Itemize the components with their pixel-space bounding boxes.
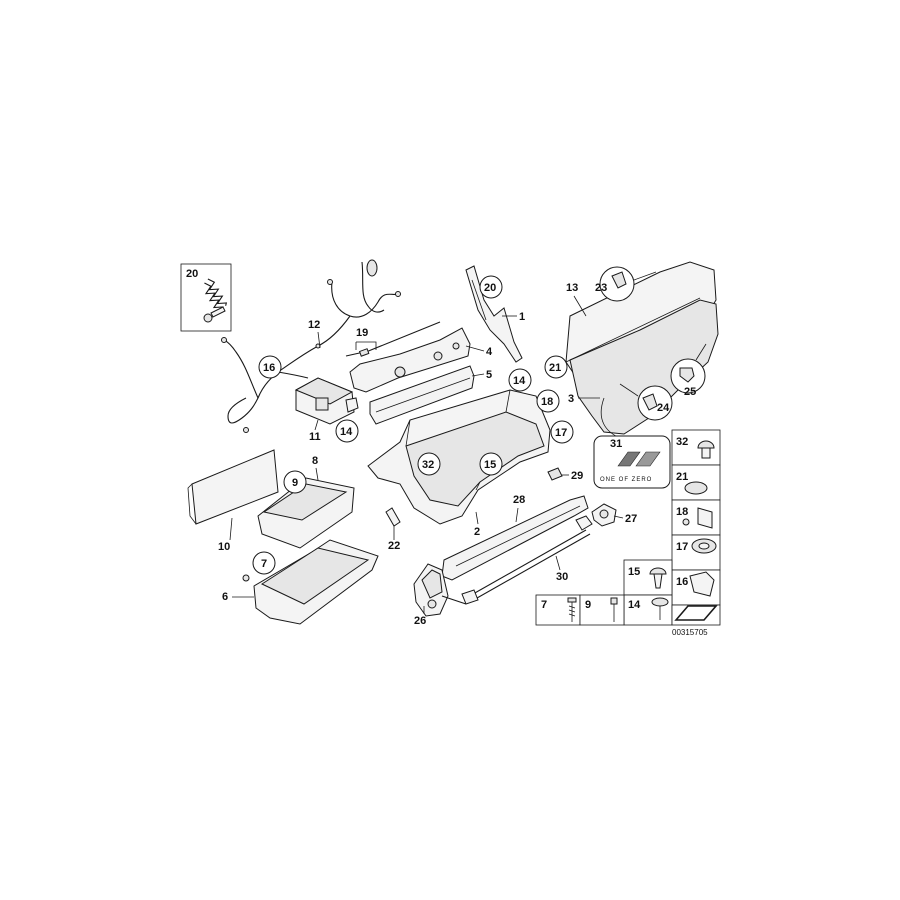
callout-24: 24 [657, 402, 670, 414]
callout-32-housing: 32 [422, 459, 434, 471]
grid-label-18: 18 [676, 506, 688, 518]
tray-8 [257, 477, 355, 549]
callout-9-tray: 9 [292, 477, 298, 489]
callout-6: 6 [222, 591, 228, 603]
trim-strip-5 [369, 365, 475, 425]
callout-23: 23 [595, 282, 607, 294]
callout-15-housing: 15 [484, 459, 496, 471]
callout-4: 4 [486, 346, 493, 358]
bracket-4 [349, 327, 471, 393]
callout-28: 28 [513, 494, 525, 506]
callout-7-box: 7 [261, 558, 267, 570]
callout-25: 25 [684, 386, 696, 398]
grid-label-16: 16 [676, 576, 688, 588]
side-panel-10 [187, 449, 279, 525]
grid-label-32: 32 [676, 436, 688, 448]
screw-7-icon [567, 597, 577, 622]
expanding-rivet-icon [649, 567, 667, 589]
callout-3: 3 [568, 393, 574, 405]
callout-19: 19 [356, 327, 368, 339]
callout-16-harness: 16 [263, 362, 275, 374]
storage-box-6 [242, 539, 379, 625]
emblem-31: ONE OF ZERO [593, 397, 671, 489]
callout-12: 12 [308, 319, 320, 331]
clip-29 [547, 467, 563, 481]
small-parts-grid [535, 429, 721, 626]
callout-17: 17 [555, 427, 567, 439]
callout-18: 18 [541, 396, 553, 408]
callout-29: 29 [571, 470, 583, 482]
grid-label-14: 14 [628, 599, 641, 611]
callout-5: 5 [486, 369, 492, 381]
push-rivet-icon [697, 440, 715, 459]
grid-label-9: 9 [585, 599, 591, 611]
callout-10: 10 [218, 541, 230, 553]
callout-30: 30 [556, 571, 568, 583]
rod-30 [461, 515, 593, 605]
callout-20-inset: 20 [186, 268, 198, 280]
spacer-ring-icon [691, 538, 717, 554]
grid-label-21: 21 [676, 471, 688, 483]
grid-label-17: 17 [676, 541, 688, 553]
callout-26: 26 [414, 615, 426, 627]
callout-20-hinge: 20 [484, 282, 496, 294]
screw-clip-icon [682, 507, 713, 529]
grid-label-7: 7 [541, 599, 547, 611]
emblem-text: ONE OF ZERO [600, 477, 652, 483]
lock-mechanism-26 [413, 563, 467, 617]
callout-27: 27 [625, 513, 637, 525]
callout-14-actuator: 14 [340, 426, 353, 438]
reference-number: 00315705 [672, 628, 708, 637]
latch-27 [591, 503, 617, 527]
callout-8: 8 [312, 455, 318, 467]
callout-31: 31 [610, 438, 622, 450]
callout-22: 22 [388, 540, 400, 552]
grommet-icon [684, 481, 708, 495]
screw-9-icon [610, 597, 618, 622]
callout-14-housing: 14 [513, 375, 526, 387]
callout-2: 2 [474, 526, 480, 538]
clip-22 [385, 507, 401, 527]
grid-label-15: 15 [628, 566, 640, 578]
clip-bracket-icon [689, 571, 715, 597]
wiring-harness [221, 259, 401, 433]
actuator-motor [294, 377, 359, 425]
callout-1: 1 [519, 311, 525, 323]
placeholder-part-icon [674, 605, 718, 621]
spring-inset: 20 [180, 263, 232, 332]
glovebox-housing [367, 389, 551, 525]
callout-13: 13 [566, 282, 578, 294]
callout-21-lid: 21 [549, 362, 561, 374]
screw-14-icon [651, 597, 669, 620]
callout-11: 11 [309, 431, 321, 443]
